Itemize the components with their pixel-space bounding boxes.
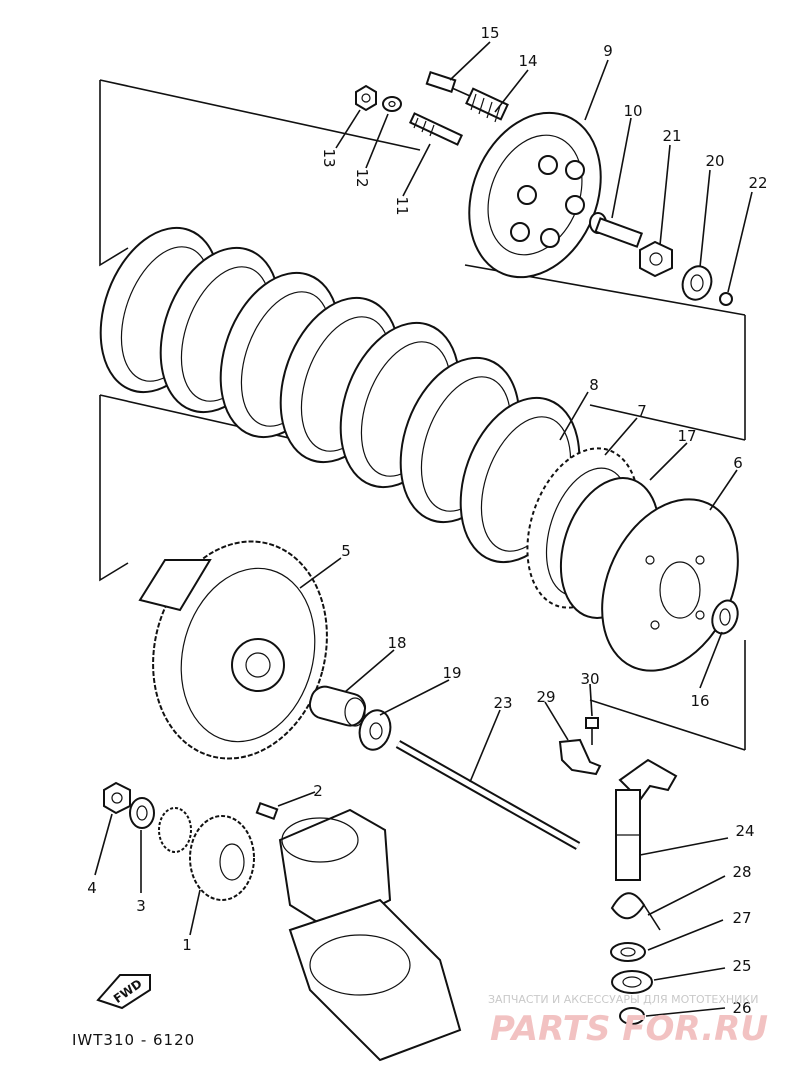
callout-4: 4 bbox=[87, 879, 97, 897]
callout-30: 30 bbox=[580, 670, 599, 688]
nut-4 bbox=[103, 781, 131, 815]
callout-13: 13 bbox=[320, 148, 338, 167]
callout-14: 14 bbox=[518, 52, 537, 70]
callout-23: 23 bbox=[493, 694, 512, 712]
bolt-30 bbox=[585, 717, 599, 745]
nut-26 bbox=[619, 1007, 645, 1025]
callout-21: 21 bbox=[662, 127, 681, 145]
callout-24: 24 bbox=[735, 822, 754, 840]
return-spring-28 bbox=[610, 892, 661, 931]
callout-9: 9 bbox=[603, 42, 613, 60]
callout-3: 3 bbox=[136, 897, 146, 915]
push-rod-10 bbox=[589, 212, 644, 248]
callout-1: 1 bbox=[182, 936, 192, 954]
stud-11 bbox=[408, 112, 464, 146]
callout-5: 5 bbox=[341, 542, 351, 560]
callout-20: 20 bbox=[705, 152, 724, 170]
lock-washer-20 bbox=[681, 265, 713, 301]
callout-22: 22 bbox=[748, 174, 767, 192]
callout-16: 16 bbox=[690, 692, 709, 710]
ball-22 bbox=[719, 292, 733, 306]
push-rod-23 bbox=[395, 740, 581, 850]
callout-labels: 1 2 3 4 5 6 7 8 9 10 11 12 13 14 15 16 1… bbox=[87, 24, 767, 1017]
callout-29: 29 bbox=[536, 688, 555, 706]
oil-seal-25 bbox=[611, 970, 653, 994]
clutch-spring bbox=[465, 87, 509, 123]
push-lever-24 bbox=[615, 758, 678, 881]
thrust-washer-16 bbox=[711, 599, 739, 635]
callout-26: 26 bbox=[732, 999, 751, 1017]
callout-27: 27 bbox=[732, 909, 751, 927]
callout-12: 12 bbox=[353, 168, 371, 187]
washer-3 bbox=[129, 797, 155, 829]
callout-18: 18 bbox=[387, 634, 406, 652]
callout-25: 25 bbox=[732, 957, 751, 975]
callout-17: 17 bbox=[677, 427, 696, 445]
bushing-18 bbox=[308, 685, 367, 727]
leader-lines bbox=[94, 41, 753, 1017]
callout-10: 10 bbox=[623, 102, 642, 120]
plate-29 bbox=[558, 738, 602, 776]
key-2 bbox=[255, 801, 279, 821]
diagram-code: IWT310 - 6120 bbox=[72, 1031, 195, 1049]
callout-28: 28 bbox=[732, 863, 751, 881]
callout-15: 15 bbox=[480, 24, 499, 42]
watermark-brand: PARTS FOR.RU bbox=[490, 1009, 768, 1049]
clutch-plate-stack bbox=[99, 226, 581, 564]
washer-27 bbox=[610, 942, 646, 962]
callout-7: 7 bbox=[637, 402, 647, 420]
callout-19: 19 bbox=[442, 664, 461, 682]
watermark-caption: ЗАПЧАСТИ И АКСЕССУАРЫ ДЛЯ МОТОТЕХНИКИ bbox=[488, 993, 758, 1006]
callout-11: 11 bbox=[393, 196, 411, 215]
clutch-housing-5 bbox=[138, 540, 328, 760]
callout-2: 2 bbox=[313, 782, 323, 800]
primary-drive-gear-1 bbox=[158, 807, 255, 901]
lock-nut-21 bbox=[639, 240, 673, 278]
crankshaft bbox=[278, 808, 462, 1062]
washer-19 bbox=[358, 709, 392, 751]
clutch-spring-bolt bbox=[425, 71, 471, 97]
washer-12 bbox=[382, 96, 402, 112]
nut-13 bbox=[355, 84, 377, 112]
fwd-arrow-icon: FWD bbox=[96, 974, 151, 1010]
callout-8: 8 bbox=[589, 376, 599, 394]
callout-6: 6 bbox=[733, 454, 743, 472]
